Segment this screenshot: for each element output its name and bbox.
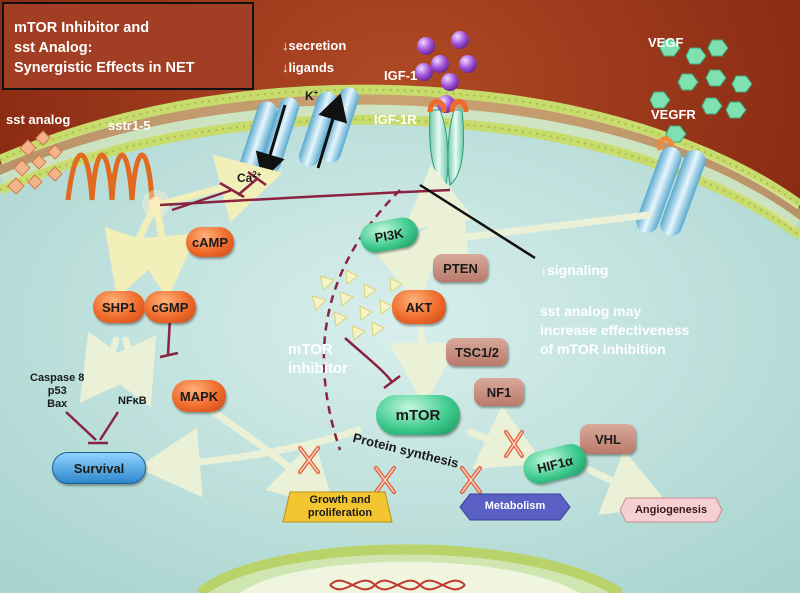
nf1-node: NF1	[474, 378, 524, 406]
camp-node: cAMP	[186, 227, 234, 257]
ligands-label: ↓ligands	[282, 60, 335, 75]
sstr-label: sstr1-5	[108, 118, 151, 133]
angiogenesis-node: Angiogenesis	[634, 504, 708, 516]
vegf-label: VEGF	[648, 35, 684, 50]
mapk-node: MAPK	[172, 380, 226, 412]
sst-note: sst analog may increase effectiveness of…	[540, 303, 690, 357]
igf1-label: IGF-1	[384, 68, 418, 83]
pten-node: PTEN	[433, 254, 488, 282]
sst-analog-label: sst analog	[6, 112, 71, 127]
potassium-label: K+	[305, 88, 319, 103]
calcium-label: Ca2+	[237, 170, 262, 185]
caspase-label: Caspase 8 p53 Bax	[30, 372, 85, 410]
igf1r-label: IGF-1R	[374, 112, 417, 127]
vhl-node: VHL	[580, 424, 636, 454]
signaling-label: ↓signaling	[540, 262, 609, 278]
shp1-node: SHP1	[93, 291, 145, 323]
down-arrow-icon: ↓	[540, 262, 547, 278]
cgmp-node: cGMP	[144, 291, 196, 323]
growth-node: Growth and proliferation	[307, 494, 373, 519]
survival-node: Survival	[52, 452, 146, 484]
tsc-node: TSC1/2	[446, 338, 508, 366]
vegfr-label: VEGFR	[651, 107, 696, 122]
mtor-node: mTOR	[376, 395, 460, 435]
down-arrow-icon: ↓	[282, 38, 289, 53]
diagram-title: mTOR Inhibitor and sst Analog: Synergist…	[14, 20, 195, 76]
akt-node: AKT	[392, 290, 446, 324]
down-arrow-icon: ↓	[282, 60, 289, 75]
title-box: mTOR Inhibitor and sst Analog: Synergist…	[2, 2, 254, 90]
metabolism-node: Metabolism	[484, 500, 546, 512]
secretion-label: ↓secretion	[282, 38, 347, 53]
nfkb-label: NFκB	[118, 395, 147, 407]
mtor-inhibitor-label: mTOR inhibitor	[288, 341, 348, 377]
